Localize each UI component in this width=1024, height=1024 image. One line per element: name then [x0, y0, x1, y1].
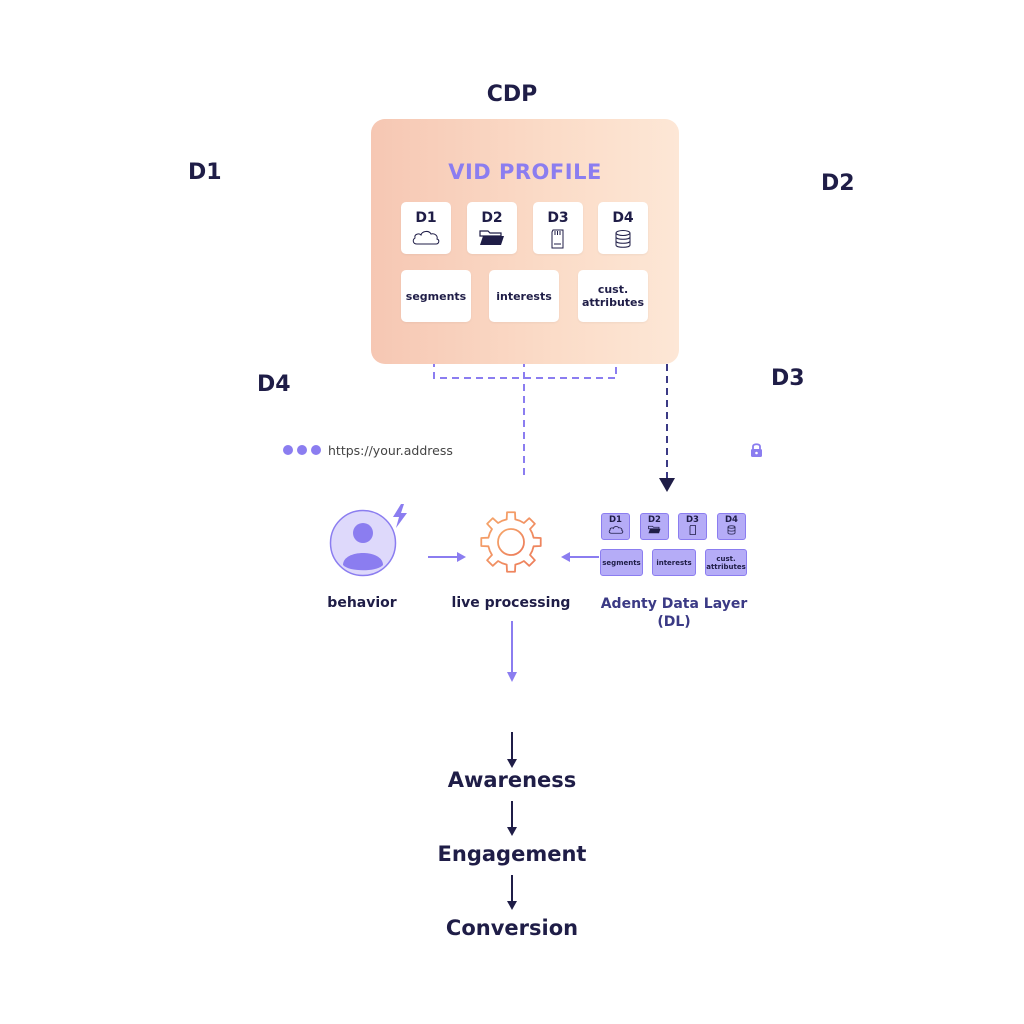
- cdp-tile-d2: D2: [467, 202, 517, 254]
- d2-corner-label: D2: [821, 171, 855, 196]
- dl-tile-cust-attributes: cust. attributes: [705, 549, 747, 576]
- gear-icon: [480, 511, 542, 573]
- funnel-arrows: [507, 732, 517, 910]
- cloud-icon: [412, 231, 440, 245]
- vid-profile-title: VID PROFILE: [448, 160, 602, 184]
- dl-tile-d3: D3: [678, 513, 707, 540]
- d1-corner-label: D1: [188, 160, 222, 185]
- tile-label: D4: [612, 210, 634, 226]
- tile-label: D2: [481, 210, 503, 226]
- tile-label: D3: [547, 210, 569, 226]
- sd-card-icon: [689, 525, 696, 535]
- tile-label: D1: [609, 515, 622, 525]
- database-icon: [727, 525, 736, 535]
- tile-label: D3: [686, 515, 699, 525]
- folder-icon: [479, 230, 504, 245]
- live-processing-label: live processing: [451, 595, 571, 611]
- dots-icon: [283, 445, 321, 455]
- d4-corner-label: D4: [257, 372, 291, 397]
- funnel-stage-engagement: Engagement: [437, 842, 587, 866]
- data-layer-label: Adenty Data Layer (DL): [600, 596, 748, 630]
- cdp-title: CDP: [486, 82, 538, 107]
- tile-label: D1: [415, 210, 437, 226]
- user-avatar-icon: [329, 509, 397, 577]
- behavior-label: behavior: [327, 595, 397, 611]
- funnel-stage-conversion: Conversion: [445, 916, 579, 940]
- cdp-to-dl-arrowhead: [659, 478, 675, 492]
- dl-tile-segments: segments: [600, 549, 643, 576]
- browser-url: https://your.address: [328, 443, 453, 458]
- database-icon: [615, 230, 631, 248]
- d3-corner-label: D3: [771, 366, 805, 391]
- funnel-stage-awareness: Awareness: [447, 768, 577, 792]
- folder-icon: [648, 525, 661, 534]
- lightning-bolt-icon: [393, 504, 407, 528]
- cloud-icon: [608, 526, 623, 534]
- cdp-tile-d1: D1: [401, 202, 451, 254]
- cdp-tile-d3: D3: [533, 202, 583, 254]
- cdp-tile-cust-attributes: cust. attributes: [578, 270, 648, 322]
- dl-tile-d4: D4: [717, 513, 746, 540]
- tile-label: D2: [648, 515, 661, 525]
- sd-card-icon: [551, 229, 564, 249]
- dl-tile-d1: D1: [601, 513, 630, 540]
- cdp-tile-segments: segments: [401, 270, 471, 322]
- dl-tile-d2: D2: [640, 513, 669, 540]
- cdp-tile-interests: interests: [489, 270, 559, 322]
- dl-tile-interests: interests: [652, 549, 696, 576]
- lock-icon: [751, 443, 762, 457]
- tile-label: D4: [725, 515, 738, 525]
- cdp-tile-d4: D4: [598, 202, 648, 254]
